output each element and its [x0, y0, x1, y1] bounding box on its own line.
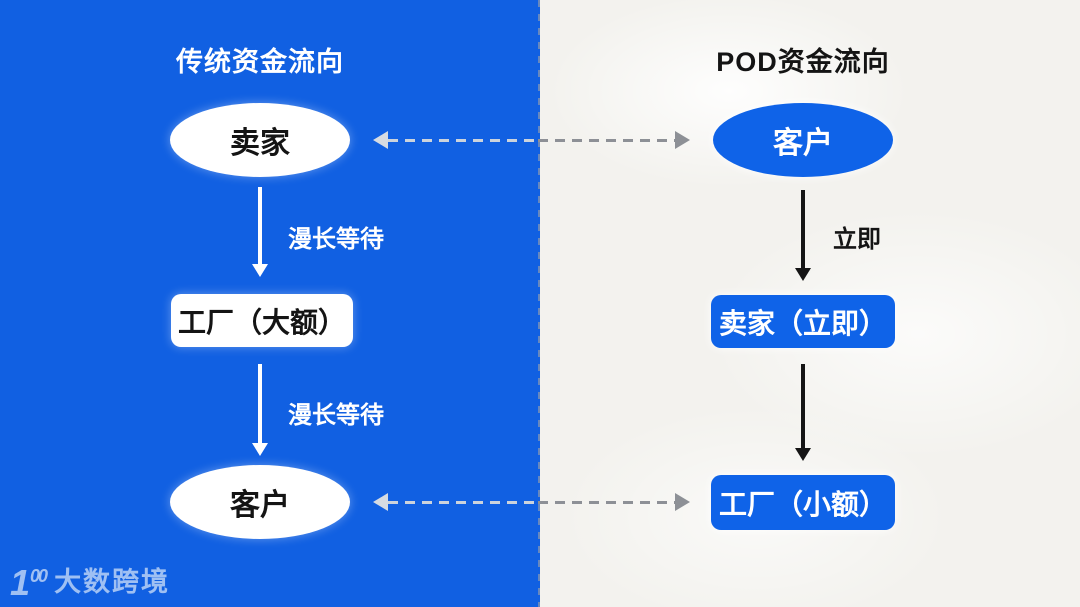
arrow-stem	[801, 364, 805, 448]
node-factory-small: 工厂（小额）	[711, 475, 895, 530]
node-label: 工厂（小额）	[718, 488, 887, 520]
dashed-arrow-right-head	[675, 131, 690, 149]
node-seller-immediate: 卖家（立即）	[711, 295, 895, 348]
node-label: 卖家（立即）	[718, 307, 887, 339]
dashed-line-on-white	[538, 138, 675, 142]
dashed-line-on-white	[538, 500, 675, 504]
node-customer-traditional: 客户	[170, 465, 350, 539]
pod-flow-title: POD资金流向	[716, 47, 890, 77]
arrow-seller-to-factory	[252, 187, 268, 277]
dashed-line-on-blue	[388, 500, 538, 504]
node-factory-large: 工厂（大额）	[171, 294, 353, 347]
node-seller-traditional: 卖家	[170, 103, 350, 177]
arrow-down-head	[795, 448, 811, 461]
edge-label-long-wait-2: 漫长等待	[288, 402, 384, 429]
dashed-arrow-left-head	[373, 131, 388, 149]
arrow-factory-to-customer	[252, 364, 268, 456]
arrow-stem	[258, 187, 262, 264]
node-customer-pod: 客户	[713, 103, 893, 177]
arrow-down-head	[795, 268, 811, 281]
arrow-down-head	[252, 264, 268, 277]
node-label: 卖家	[230, 127, 290, 160]
edge-label-long-wait-1: 漫长等待	[288, 226, 384, 253]
node-label: 客户	[773, 127, 833, 160]
dashed-connector-bottom	[373, 493, 690, 511]
node-label: 客户	[230, 489, 290, 522]
edge-label-immediate: 立即	[833, 226, 881, 253]
dashed-arrow-right-head	[675, 493, 690, 511]
node-label: 工厂（大额）	[177, 306, 346, 338]
traditional-flow-title: 传统资金流向	[176, 47, 344, 77]
brand-name: 大数跨境	[54, 567, 171, 597]
panel-divider-dashed-line	[538, 0, 540, 607]
arrow-down-head	[252, 443, 268, 456]
brand-logo-icon: 100	[10, 562, 48, 603]
arrow-stem	[801, 190, 805, 268]
arrow-seller-to-factory-small	[795, 364, 811, 461]
arrow-customer-to-seller	[795, 190, 811, 281]
arrow-stem	[258, 364, 262, 443]
dashed-connector-top	[373, 131, 690, 149]
dashed-arrow-left-head	[373, 493, 388, 511]
watermark: 100 大数跨境	[10, 558, 170, 601]
dashed-line-on-blue	[388, 138, 538, 142]
